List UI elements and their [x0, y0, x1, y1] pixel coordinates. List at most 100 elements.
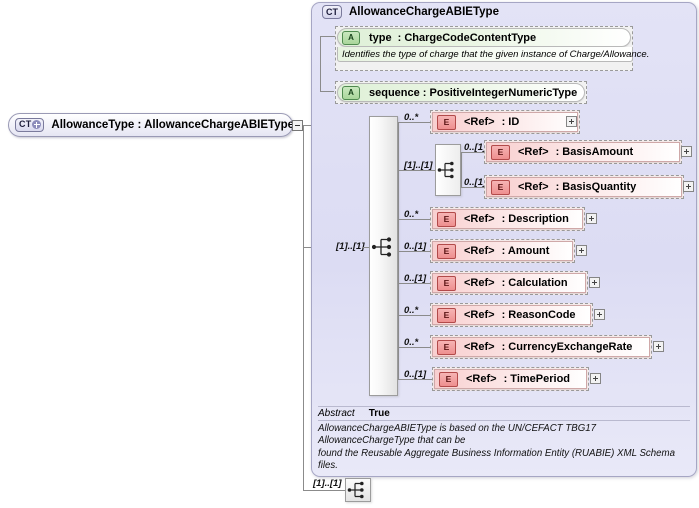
expand-icon-id[interactable] [566, 116, 577, 127]
wire-row-basisquantity [461, 187, 484, 188]
element-ref-wrapper: E <Ref> : ReasonCode [430, 303, 593, 327]
element-ref-box-basisquantity[interactable]: E <Ref> : BasisQuantity [486, 177, 682, 197]
sequence-compositor-icon [371, 237, 392, 257]
cardinality-amount: 0..[1] [404, 241, 427, 252]
expand-icon-description[interactable] [586, 213, 597, 224]
wire-attr-type [320, 36, 336, 37]
expand-icon-basisquantity[interactable] [683, 181, 694, 192]
expand-icon-amount[interactable] [576, 245, 587, 256]
root-complex-type-node[interactable]: CT AllowanceType : AllowanceChargeABIETy… [8, 113, 295, 137]
element-name: : BasisAmount [555, 146, 634, 158]
element-ref-box-timeperiod[interactable]: E <Ref> : TimePeriod [434, 369, 587, 389]
cardinality-id: 0..* [404, 112, 419, 123]
element-ref-wrapper: E <Ref> : BasisQuantity [484, 175, 684, 199]
expand-icon-timeperiod[interactable] [590, 373, 601, 384]
wire-row-calculation [398, 283, 430, 284]
attribute-badge-icon: A [342, 85, 360, 100]
element-ref-box-calculation[interactable]: E <Ref> : Calculation [432, 273, 586, 293]
cardinality-currencyexchangerate: 0..* [404, 337, 419, 348]
element-badge-icon: E [491, 179, 510, 195]
expand-icon-basisamount[interactable] [681, 146, 692, 157]
element-ref-wrapper: E <Ref> : TimePeriod [432, 367, 589, 391]
element-ref-label: <Ref> [464, 341, 495, 353]
element-ref-box-description[interactable]: E <Ref> : Description [432, 209, 583, 229]
wire-root-vertical [303, 125, 304, 490]
complex-type-documentation: AllowanceChargeABIEType is based on the … [318, 423, 690, 473]
wire-row-amount [398, 251, 430, 252]
complex-type-title: CT AllowanceChargeABIEType [322, 5, 499, 19]
element-ref-label: <Ref> [464, 309, 495, 321]
element-ref-box-currencyexchangerate[interactable]: E <Ref> : CurrencyExchangeRate [432, 337, 650, 357]
element-badge-icon: E [437, 114, 456, 130]
element-ref-label: <Ref> [464, 245, 495, 257]
element-ref-wrapper: E <Ref> : Calculation [430, 271, 588, 295]
cardinality-reasoncode: 0..* [404, 305, 419, 316]
element-ref-label: <Ref> [464, 213, 495, 225]
bottom-sequence-cardinality: [1]..[1] [313, 478, 342, 489]
wire-row-description [398, 219, 430, 220]
documentation-line-2: found the Reusable Aggregate Business In… [318, 447, 676, 459]
element-ref-wrapper: E <Ref> : Amount [430, 239, 575, 263]
expand-icon-currencyexchangerate[interactable] [653, 341, 664, 352]
attribute-documentation: Identifies the type of charge that the g… [337, 47, 649, 62]
wire-into-sequence [362, 247, 370, 248]
cardinality-basisamount: 0..[1] [464, 142, 487, 153]
wire-row-currencyexchangerate [398, 347, 430, 348]
wire-root-to-bottom-seq [303, 490, 345, 491]
complex-type-name: AllowanceChargeABIEType [349, 6, 499, 18]
root-node-label: AllowanceType : AllowanceChargeABIEType [51, 119, 295, 131]
element-badge-icon: E [437, 339, 456, 355]
wire-branch-spine [398, 122, 399, 379]
element-name: : BasisQuantity [555, 181, 637, 193]
element-ref-label: <Ref> [518, 181, 549, 193]
element-ref-wrapper: E <Ref> : ID [430, 110, 580, 134]
element-name: : CurrencyExchangeRate [501, 341, 633, 353]
root-collapse-toggle[interactable] [292, 120, 303, 131]
ct-badge-text: CT [19, 119, 32, 129]
wire-to-nested-group [398, 170, 435, 171]
element-ref-wrapper: E <Ref> : Description [430, 207, 585, 231]
element-badge-icon: E [437, 211, 456, 227]
wire-nested-spine [461, 152, 462, 188]
attribute-type-wrapper: A type : ChargeCodeContentType Identifie… [335, 26, 649, 71]
element-badge-icon: E [437, 307, 456, 323]
documentation-line-1: AllowanceChargeABIEType is based on the … [318, 423, 597, 447]
element-name: : ReasonCode [501, 309, 576, 321]
abstract-value: True [368, 408, 390, 419]
sequence-compositor-icon [347, 481, 364, 499]
element-ref-label: <Ref> [464, 116, 495, 128]
expand-icon-reasoncode[interactable] [594, 309, 605, 320]
wire-row-basisamount [461, 152, 484, 153]
attribute-name: type [369, 31, 392, 44]
wire-row-reasoncode [398, 315, 430, 316]
element-ref-wrapper: E <Ref> : BasisAmount [484, 140, 682, 164]
wire-attr-sequence [320, 91, 334, 92]
expand-icon-calculation[interactable] [589, 277, 600, 288]
cardinality-nested-group: [1]..[1] [404, 160, 433, 171]
abstract-label: Abstract [318, 408, 355, 419]
element-ref-box-reasoncode[interactable]: E <Ref> : ReasonCode [432, 305, 591, 325]
attribute-name: sequence : PositiveIntegerNumericType [369, 86, 578, 99]
cardinality-basisquantity: 0..[1] [464, 177, 487, 188]
cardinality-timeperiod: 0..[1] [404, 369, 427, 380]
documentation-line-3: files. [318, 460, 338, 472]
attribute-type: : ChargeCodeContentType [397, 31, 537, 44]
complex-type-plus-icon[interactable]: CT [15, 118, 45, 132]
attribute-sequence-box[interactable]: A sequence : PositiveIntegerNumericType [337, 83, 585, 102]
element-ref-box-amount[interactable]: E <Ref> : Amount [432, 241, 573, 261]
element-ref-box-basisamount[interactable]: E <Ref> : BasisAmount [486, 142, 680, 162]
sequence-compositor-bar[interactable] [369, 116, 398, 396]
element-badge-icon: E [437, 243, 456, 259]
plus-circle-icon[interactable] [32, 120, 42, 129]
attribute-type-box[interactable]: A type : ChargeCodeContentType [337, 28, 631, 47]
wire-attr-spine [320, 36, 321, 92]
element-name: : Calculation [501, 277, 568, 289]
element-name: : TimePeriod [503, 373, 571, 385]
attribute-sequence-wrapper: A sequence : PositiveIntegerNumericType [335, 81, 587, 104]
abstract-row: Abstract True [318, 406, 690, 421]
element-badge-icon: E [439, 371, 458, 387]
element-ref-box-id[interactable]: E <Ref> : ID [432, 112, 578, 132]
element-name: : ID [501, 116, 520, 128]
wire-root-horizontal [303, 125, 312, 126]
complex-type-badge: CT [322, 5, 342, 19]
